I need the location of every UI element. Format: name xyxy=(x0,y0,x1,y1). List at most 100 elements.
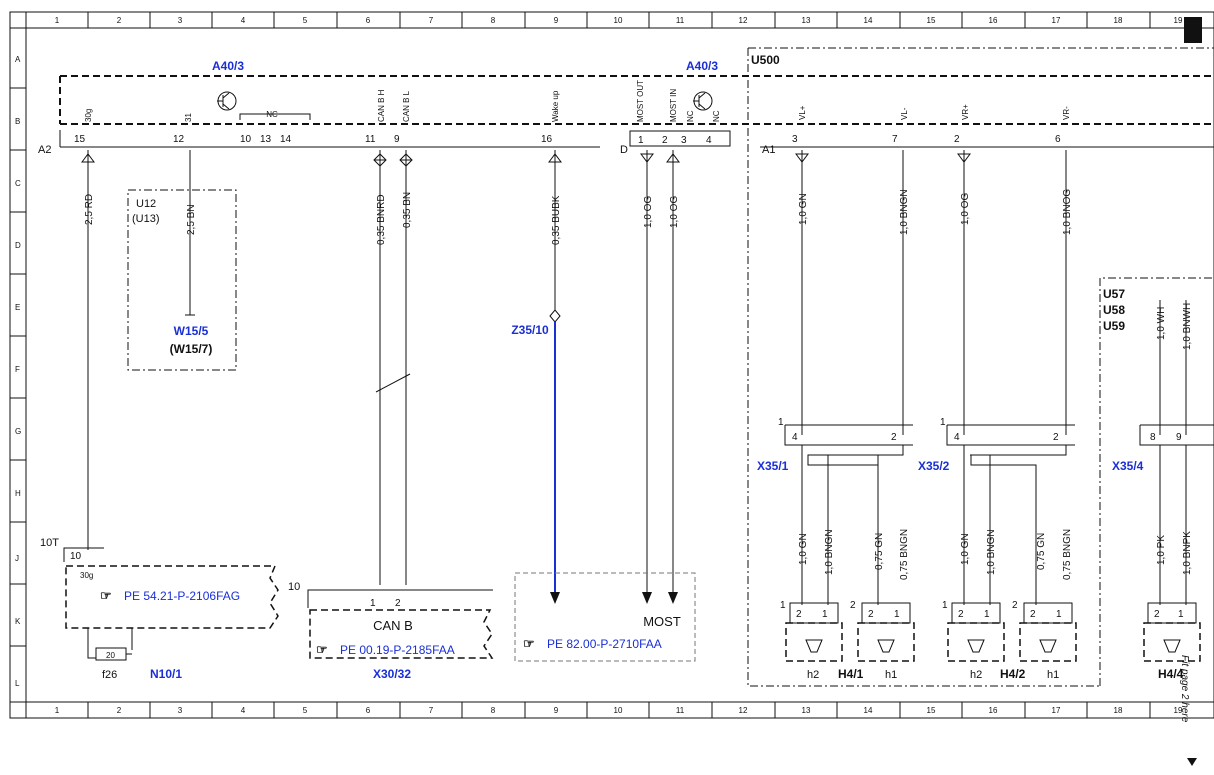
col-label: 4 xyxy=(241,706,246,715)
component-u13-label[interactable]: (U13) xyxy=(132,213,160,225)
speaker-h1-right[interactable] xyxy=(1019,602,1077,662)
pin-number: 1 xyxy=(778,417,784,428)
row-label: L xyxy=(15,679,20,688)
connector-a2-label[interactable]: A2 xyxy=(38,144,51,156)
pin-number: 1 xyxy=(894,609,900,620)
wire-can-b[interactable] xyxy=(379,150,407,585)
col-label: 3 xyxy=(178,16,183,25)
wire-label: 0,75 BNGN xyxy=(1062,529,1073,580)
page-note[interactable]: Fit page 2 here xyxy=(1179,655,1190,723)
col-label: 9 xyxy=(554,16,559,25)
speaker-icon xyxy=(1163,639,1181,653)
wire-u57-feeds[interactable] xyxy=(1159,300,1187,435)
wire-label: 1,0 OG xyxy=(960,193,971,225)
signal-most-out: MOST OUT xyxy=(636,80,645,122)
col-label: 7 xyxy=(429,706,434,715)
connector-a1-label[interactable]: A1 xyxy=(762,144,775,156)
component-h4-1-label[interactable]: H4/1 xyxy=(838,667,864,681)
component-u12-label[interactable]: U12 xyxy=(136,198,156,210)
row-label: K xyxy=(15,617,21,626)
wire-x35-4-branch[interactable] xyxy=(1159,445,1187,605)
component-h4-4-label[interactable]: H4/4 xyxy=(1158,667,1184,681)
col-label: 17 xyxy=(1052,706,1061,715)
connector-10t[interactable] xyxy=(63,547,104,562)
pin-number: 8 xyxy=(1150,432,1156,443)
speaker-h2-right[interactable] xyxy=(947,602,1005,662)
connector-x35-1-label[interactable]: X35/1 xyxy=(757,459,789,473)
pin-number: 3 xyxy=(681,135,687,146)
connector-x35-4[interactable] xyxy=(1139,424,1214,446)
component-z35-10-label[interactable]: Z35/10 xyxy=(511,323,549,337)
speaker-icon xyxy=(877,639,895,653)
pin-number: 1 xyxy=(370,598,376,609)
col-label: 8 xyxy=(491,706,496,715)
col-label: 11 xyxy=(676,706,685,715)
pin-number: 14 xyxy=(280,134,292,145)
pin-number: 6 xyxy=(1055,134,1061,145)
signal-vl-minus: VL- xyxy=(900,107,909,120)
component-w15-7-label[interactable]: (W15/7) xyxy=(170,342,213,356)
wire-label: 1,0 PK xyxy=(1156,535,1167,565)
connector-arrow xyxy=(373,153,387,167)
reference-pe-54-21[interactable]: PE 54.21-P-2106FAG xyxy=(124,589,240,603)
component-u58-label[interactable]: U58 xyxy=(1103,303,1125,317)
col-label: 8 xyxy=(491,16,496,25)
wire-speaker-feeds[interactable] xyxy=(801,150,1067,435)
speaker-icon xyxy=(1039,639,1057,653)
speaker-h1-label: h1 xyxy=(885,669,897,681)
connector-x35-1[interactable] xyxy=(784,424,913,446)
reference-pe-00-19[interactable]: PE 00.19-P-2185FAA xyxy=(340,643,455,657)
wire-fuse[interactable] xyxy=(87,628,133,659)
component-u57-label[interactable]: U57 xyxy=(1103,287,1125,301)
connector-10t-label[interactable]: 10T xyxy=(40,537,59,549)
wire-label: 2,5 BN xyxy=(186,204,197,235)
connector-x35-4-label[interactable]: X35/4 xyxy=(1112,459,1144,473)
signal-nc: NC xyxy=(712,110,721,122)
component-a40-3-label[interactable]: A40/3 xyxy=(212,59,244,73)
connector-arrow xyxy=(640,153,654,163)
pin-number: 2 xyxy=(958,609,964,620)
signal-30g: 30g xyxy=(84,109,93,122)
wire-x35-2-branch[interactable] xyxy=(963,445,1067,605)
pin-number: 2 xyxy=(868,609,874,620)
col-label: 6 xyxy=(366,706,371,715)
fuse-f26-label[interactable]: f26 xyxy=(102,669,117,681)
connector-arrow xyxy=(81,153,95,163)
splice-z35-10-icon[interactable] xyxy=(549,309,561,323)
col-label: 17 xyxy=(1052,16,1061,25)
wire-2-5-bn[interactable] xyxy=(185,150,195,316)
connector-d[interactable] xyxy=(629,130,731,147)
speaker-h1-left[interactable] xyxy=(857,602,915,662)
col-label: 3 xyxy=(178,706,183,715)
a2-pin-numbers: 15 12 10 13 14 11 9 16 xyxy=(74,134,553,145)
component-h4-2-label[interactable]: H4/2 xyxy=(1000,667,1026,681)
row-label: F xyxy=(15,365,20,374)
wire-most[interactable] xyxy=(646,150,674,595)
pin-label: 30g xyxy=(80,571,93,580)
connector-x35-2[interactable] xyxy=(946,424,1075,446)
component-n10-1-label[interactable]: N10/1 xyxy=(150,667,182,681)
component-w15-5-label[interactable]: W15/5 xyxy=(174,324,209,338)
pin-number: 2 xyxy=(395,598,401,609)
signal-can-b-l: CAN B L xyxy=(402,90,411,122)
component-u59-label[interactable]: U59 xyxy=(1103,319,1125,333)
speaker-h4-4[interactable] xyxy=(1143,602,1201,662)
connector-x30-32-label[interactable]: X30/32 xyxy=(373,667,411,681)
wire-label: 1,0 BNGN xyxy=(986,529,997,575)
col-label: 2 xyxy=(117,16,122,25)
arrow-down-icon xyxy=(550,592,560,604)
pin-number: 1 xyxy=(984,609,990,620)
document-icon[interactable] xyxy=(1184,17,1202,43)
pin-number: 3 xyxy=(792,134,798,145)
connector-d-label[interactable]: D xyxy=(620,144,628,156)
reference-pe-82-00[interactable]: PE 82.00-P-2710FAA xyxy=(547,637,662,651)
connector-x35-2-label[interactable]: X35/2 xyxy=(918,459,950,473)
pin-number: 9 xyxy=(1176,432,1182,443)
component-a40-3-label-right[interactable]: A40/3 xyxy=(686,59,718,73)
component-u500-label[interactable]: U500 xyxy=(751,53,780,67)
signal-vl-plus: VL+ xyxy=(798,105,807,120)
row-label: B xyxy=(15,117,20,126)
wire-x35-1-branch[interactable] xyxy=(801,445,904,605)
speaker-h2-left[interactable] xyxy=(785,602,843,662)
pin-number: 2 xyxy=(662,135,668,146)
